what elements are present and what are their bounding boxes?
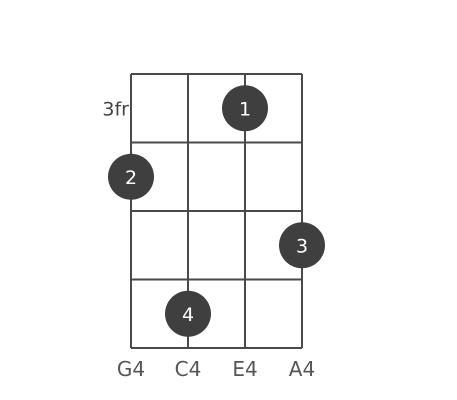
finger-number: 2 [125,167,137,189]
start-fret-label: 3fr [102,98,129,120]
finger-dot: 2 [108,153,154,200]
finger-dot: 4 [165,290,211,337]
string-label: G4 [117,357,145,381]
finger-dot: 3 [279,222,325,269]
string-label: C4 [175,357,202,381]
finger-dot-circle [279,222,325,269]
fretboard-grid [130,73,303,349]
finger-dot: 1 [222,85,268,132]
string-label: A4 [289,357,315,381]
finger-number: 1 [239,98,251,120]
finger-number: 4 [182,304,194,326]
finger-dot-circle [165,290,211,337]
finger-dot-circle [222,85,268,132]
finger-dot-circle [108,153,154,200]
finger-positions: 1 2 3 4 [108,85,325,337]
string-label: E4 [232,357,257,381]
string-labels: G4 C4 E4 A4 [117,357,315,381]
finger-number: 3 [296,235,308,257]
